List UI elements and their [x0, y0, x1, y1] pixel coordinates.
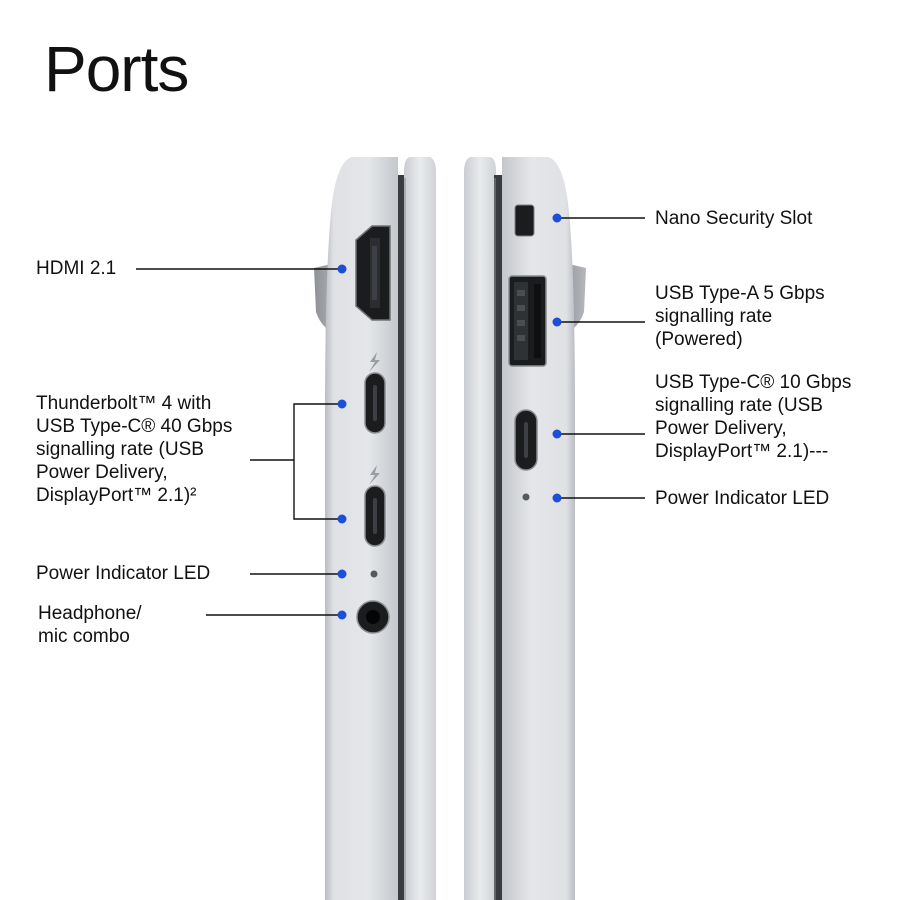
usb-c-port-icon [364, 372, 386, 434]
label-usb-a: USB Type-A 5 Gbps signalling rate (Power… [655, 283, 825, 350]
label-headphone: Headphone/ mic combo [38, 603, 142, 647]
usb-a-port-icon [508, 275, 547, 367]
lightning-bolt-icon [369, 352, 380, 372]
right-base-body [502, 157, 575, 900]
label-thunderbolt: Thunderbolt™ 4 with USB Type-C® 40 Gbps … [36, 393, 233, 506]
callout-dots [337, 213, 562, 620]
label-power-led-right: Power Indicator LED [655, 488, 830, 509]
led-indicator-icon [522, 493, 530, 501]
page-title: Ports [44, 33, 189, 105]
left-lid [404, 157, 436, 900]
led-indicator-icon [370, 570, 378, 578]
label-security-slot: Nano Security Slot [655, 208, 813, 229]
right-lid [464, 157, 496, 900]
left-side-view [314, 157, 436, 900]
left-gap [398, 175, 406, 900]
label-power-led-left: Power Indicator LED [36, 563, 211, 584]
right-gap [494, 175, 502, 900]
usb-c-port-icon [514, 409, 538, 471]
usb-c-port-icon [364, 485, 386, 547]
right-side-view [464, 157, 586, 900]
label-hdmi: HDMI 2.1 [36, 258, 117, 279]
lightning-bolt-icon [369, 465, 380, 485]
callouts [136, 217, 645, 616]
security-slot-icon [514, 204, 535, 237]
left-base-body [325, 157, 398, 900]
hdmi-port-icon [355, 225, 391, 321]
label-usb-c: USB Type-C® 10 Gbps signalling rate (USB… [655, 372, 852, 462]
headphone-jack-icon [356, 600, 390, 634]
